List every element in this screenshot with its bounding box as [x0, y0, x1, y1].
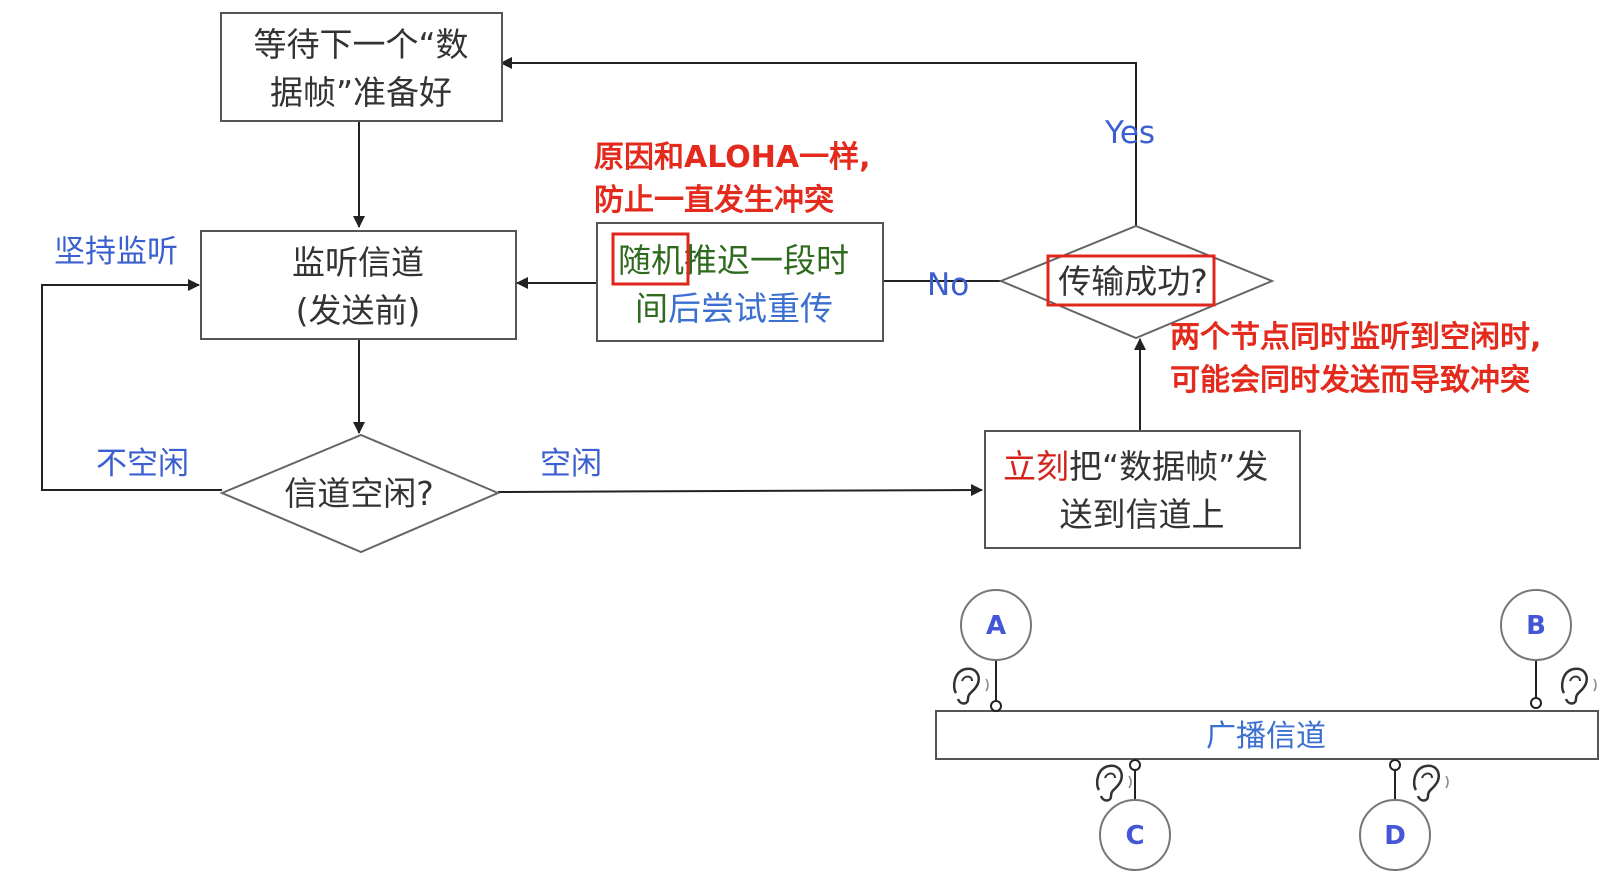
random-box-line2: 间后尝试重传 [635, 289, 833, 328]
random-box-word-random: 随机 [618, 241, 684, 280]
random-highlight [611, 232, 690, 286]
tap-b [1530, 697, 1542, 709]
send-box-line1: 立刻把“数据帧”发 [1003, 447, 1268, 486]
send-frame-box: 立刻把“数据帧”发 送到信道上 [984, 430, 1301, 549]
tap-a [990, 700, 1002, 712]
success-highlight [1046, 254, 1216, 307]
collision-annotation-line2: 可能会同时发送而导致冲突 [1170, 363, 1530, 398]
reason-annotation-line2: 防止一直发生冲突 [594, 183, 834, 218]
send-box-word-frame: 把“数据帧”发 [1069, 447, 1268, 486]
node-d-label: D [1384, 821, 1406, 851]
yes-label: Yes [1104, 115, 1155, 151]
listen-box-line2: (发送前) [296, 291, 421, 330]
ear-icon [1095, 764, 1132, 802]
broadcast-network: 广播信道 A B C D [935, 589, 1599, 871]
tap-d [1389, 759, 1401, 771]
listen-box-line1: 监听信道 [292, 243, 424, 282]
ear-icon [1560, 667, 1597, 705]
success-decision: 传输成功? [998, 224, 1275, 340]
listen-channel-box: 监听信道 (发送前) [200, 230, 517, 340]
random-box-line1: 随机推迟一段时 [618, 241, 849, 280]
node-a-label: A [986, 611, 1006, 641]
wait-box-line1: 等待下一个“数 [253, 25, 468, 64]
node-d: D [1359, 799, 1431, 871]
not-idle-label: 不空闲 [96, 446, 189, 482]
send-box-line2: 送到信道上 [1060, 495, 1225, 534]
broadcast-bus-label: 广播信道 [1206, 719, 1326, 754]
idle-decision-label: 信道空闲? [284, 474, 434, 513]
node-a: A [960, 589, 1032, 661]
ear-icon [952, 667, 989, 705]
tap-c [1129, 759, 1141, 771]
wait-frame-box: 等待下一个“数 据帧”准备好 [220, 12, 503, 122]
broadcast-bus [935, 710, 1599, 760]
edge-not-idle-loop [41, 279, 222, 491]
no-label: No [927, 267, 969, 303]
node-b: B [1500, 589, 1572, 661]
collision-annotation-line1: 两个节点同时监听到空闲时, [1170, 320, 1541, 355]
persist-listen-label: 坚持监听 [54, 234, 178, 270]
send-box-word-immediately: 立刻 [1003, 447, 1069, 486]
node-c-label: C [1125, 821, 1144, 851]
ear-icon [1412, 764, 1449, 802]
edge-yes-to-wait [500, 57, 1137, 227]
node-b-label: B [1526, 611, 1546, 641]
random-box-word-retry: 后尝试重传 [668, 289, 833, 328]
random-box-word-time: 间 [635, 289, 668, 328]
success-decision-label: 传输成功? [1058, 262, 1208, 301]
random-box-word-delay: 推迟一段时 [684, 241, 849, 280]
wait-box-line2: 据帧”准备好 [270, 73, 452, 112]
reason-annotation-line1: 原因和ALOHA一样, [594, 140, 871, 175]
edge-idle-to-send [497, 484, 983, 497]
node-c: C [1099, 799, 1171, 871]
idle-label: 空闲 [540, 446, 602, 482]
idle-decision: 信道空闲? [219, 433, 501, 554]
random-backoff-box: 随机推迟一段时 间后尝试重传 [596, 222, 884, 342]
